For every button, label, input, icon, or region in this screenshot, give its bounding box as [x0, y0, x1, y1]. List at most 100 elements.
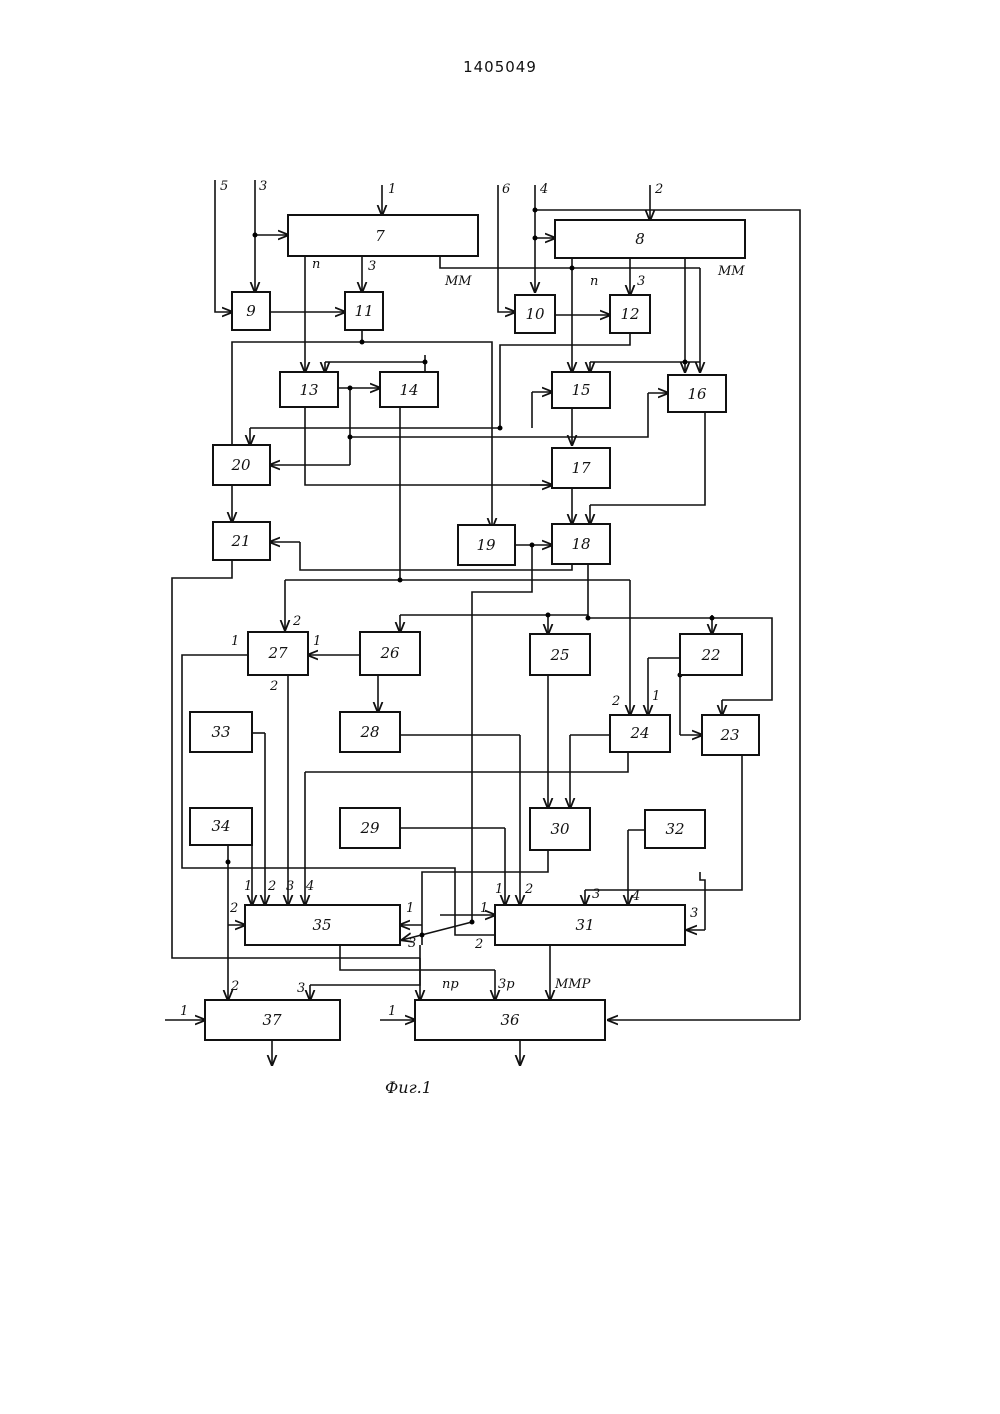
- svg-text:1: 1: [244, 879, 252, 894]
- svg-text:3: 3: [690, 906, 698, 921]
- svg-text:n: n: [590, 274, 598, 289]
- svg-text:3: 3: [592, 887, 600, 902]
- svg-text:33: 33: [211, 723, 230, 741]
- block-28: 28: [340, 712, 400, 752]
- svg-text:16: 16: [687, 385, 707, 403]
- block-36: 36: [415, 1000, 605, 1040]
- svg-text:2: 2: [267, 879, 276, 894]
- svg-text:19: 19: [476, 536, 496, 554]
- block-27: 27: [248, 632, 308, 675]
- block-8: 8: [555, 220, 745, 258]
- svg-text:1: 1: [231, 634, 239, 649]
- svg-text:1: 1: [313, 634, 321, 649]
- svg-text:13: 13: [299, 381, 318, 399]
- block-24: 24: [610, 715, 670, 752]
- svg-text:23: 23: [719, 726, 739, 744]
- block-30: 30: [530, 808, 590, 850]
- input-1-label: 1: [388, 182, 396, 197]
- block-9: 9: [232, 292, 270, 330]
- input-3-label: 3: [259, 179, 267, 194]
- block-15: 15: [552, 372, 610, 408]
- svg-text:28: 28: [359, 723, 379, 741]
- svg-text:1: 1: [406, 901, 414, 916]
- svg-text:36: 36: [500, 1011, 520, 1029]
- svg-text:n: n: [312, 257, 320, 272]
- svg-text:3p: 3p: [498, 977, 515, 992]
- svg-text:18: 18: [571, 535, 590, 553]
- svg-text:np: np: [442, 977, 459, 992]
- svg-text:21: 21: [230, 532, 250, 550]
- block-26: 26: [360, 632, 420, 675]
- block-17: 17: [552, 448, 610, 488]
- svg-text:9: 9: [246, 302, 256, 320]
- svg-text:2: 2: [524, 882, 533, 897]
- svg-text:2: 2: [292, 614, 301, 629]
- svg-text:10: 10: [525, 305, 545, 323]
- block-34: 34: [190, 808, 252, 845]
- svg-text:25: 25: [549, 646, 569, 664]
- input-labels: 5 3 1 6 4 2: [220, 179, 663, 197]
- block-13: 13: [280, 372, 338, 407]
- svg-text:22: 22: [700, 646, 720, 664]
- block-37: 37: [205, 1000, 340, 1040]
- svg-text:MMP: MMP: [554, 977, 591, 992]
- svg-text:1: 1: [388, 1004, 396, 1019]
- svg-text:15: 15: [571, 381, 590, 399]
- svg-text:2: 2: [230, 979, 239, 994]
- block-32: 32: [645, 810, 705, 848]
- svg-text:1: 1: [180, 1004, 188, 1019]
- svg-text:35: 35: [312, 916, 331, 934]
- svg-text:32: 32: [665, 820, 684, 838]
- block-11: 11: [345, 292, 383, 330]
- svg-text:3: 3: [286, 879, 294, 894]
- block-10: 10: [515, 295, 555, 333]
- svg-text:1: 1: [495, 882, 503, 897]
- svg-text:2: 2: [269, 679, 278, 694]
- input-5-label: 5: [220, 179, 228, 194]
- svg-text:26: 26: [379, 644, 400, 662]
- input-4-label: 4: [539, 182, 548, 197]
- svg-text:8: 8: [635, 230, 645, 248]
- block-35: 35: [245, 905, 400, 945]
- block-33: 33: [190, 712, 252, 752]
- svg-text:3: 3: [408, 936, 416, 951]
- svg-text:MM: MM: [444, 274, 472, 289]
- svg-text:3: 3: [297, 981, 305, 996]
- svg-text:1: 1: [652, 689, 660, 704]
- svg-text:2: 2: [229, 901, 238, 916]
- svg-text:14: 14: [399, 381, 418, 399]
- block-21: 21: [213, 522, 270, 560]
- svg-text:34: 34: [211, 817, 230, 835]
- svg-text:17: 17: [571, 459, 591, 477]
- svg-text:31: 31: [575, 916, 594, 934]
- svg-text:24: 24: [629, 724, 649, 742]
- svg-text:29: 29: [359, 819, 380, 837]
- input-2-label: 2: [654, 182, 663, 197]
- block-29: 29: [340, 808, 400, 848]
- svg-text:37: 37: [262, 1011, 282, 1029]
- svg-text:12: 12: [620, 305, 639, 323]
- block-7: 7: [288, 215, 478, 256]
- block-31: 31: [495, 905, 685, 945]
- svg-text:4: 4: [631, 889, 640, 904]
- svg-text:4: 4: [305, 879, 314, 894]
- block-14: 14: [380, 372, 438, 407]
- svg-text:30: 30: [550, 820, 570, 838]
- block-25: 25: [530, 634, 590, 675]
- svg-text:11: 11: [354, 302, 373, 320]
- block-16: 16: [668, 375, 726, 412]
- svg-text:2: 2: [611, 694, 620, 709]
- svg-text:2: 2: [474, 937, 483, 952]
- svg-text:1: 1: [480, 901, 488, 916]
- svg-text:27: 27: [267, 644, 288, 662]
- input-6-label: 6: [502, 182, 510, 197]
- svg-text:7: 7: [375, 227, 385, 245]
- block-23: 23: [702, 715, 759, 755]
- svg-text:20: 20: [230, 456, 251, 474]
- block-22: 22: [680, 634, 742, 675]
- svg-text:3: 3: [637, 274, 645, 289]
- svg-text:3: 3: [368, 259, 376, 274]
- block-20: 20: [213, 445, 270, 485]
- svg-text:MM: MM: [717, 264, 745, 279]
